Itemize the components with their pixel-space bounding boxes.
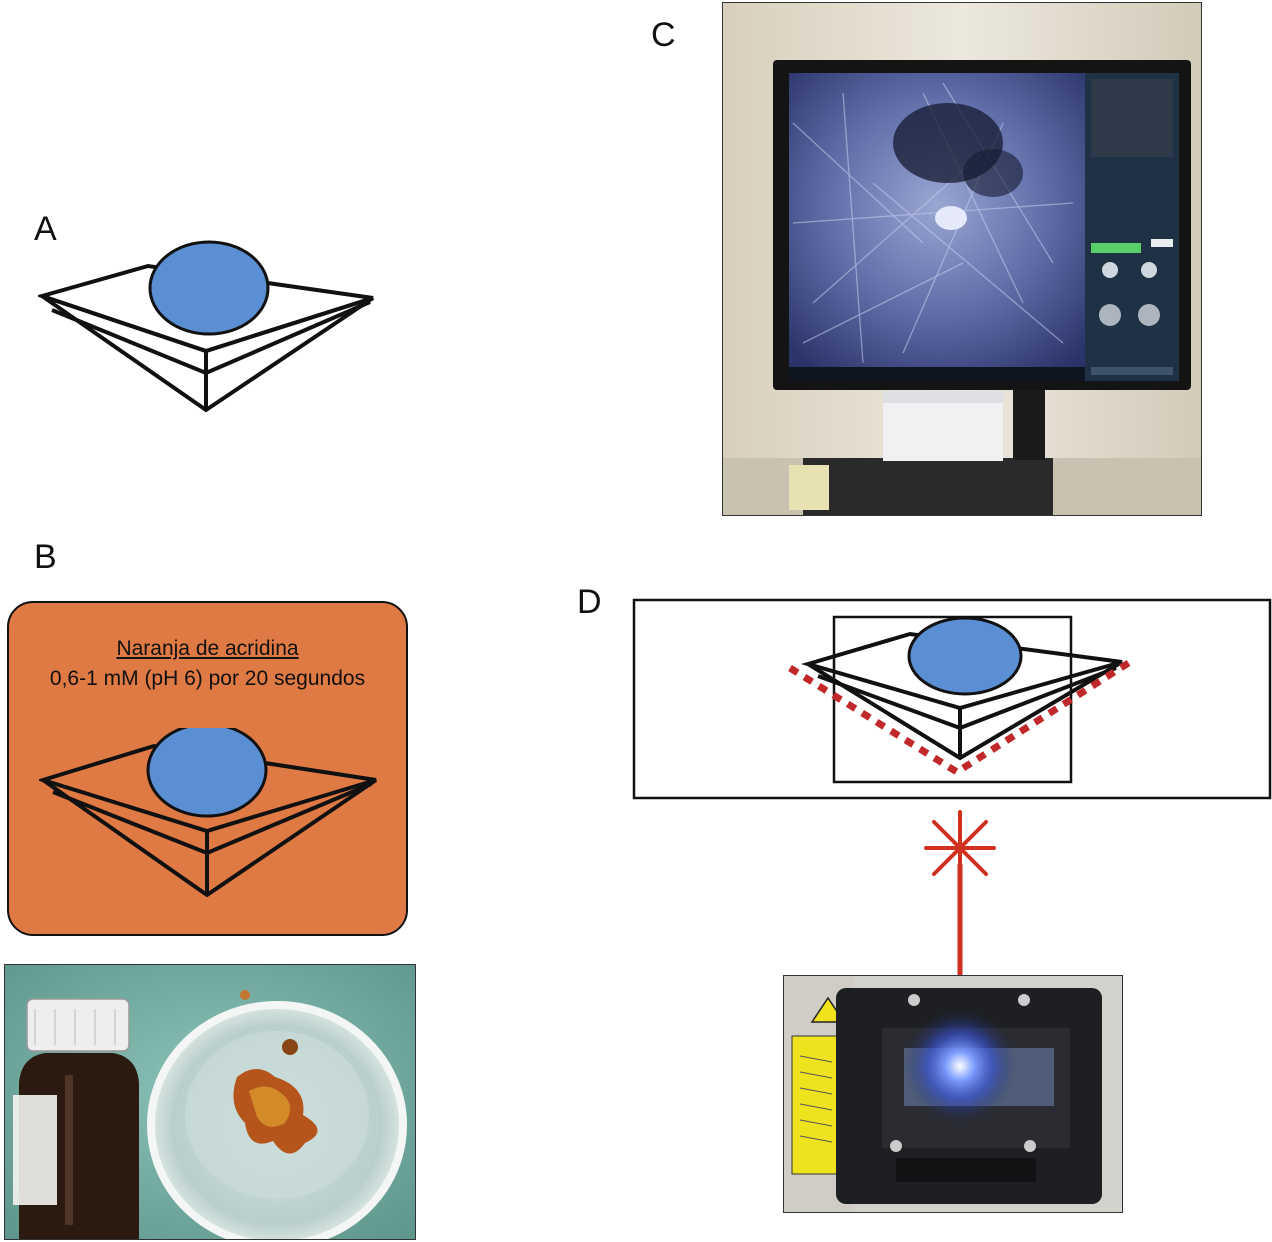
- stain-photo: [4, 964, 416, 1240]
- panel-label-c: C: [651, 16, 676, 54]
- specimen-diagram-a: [38, 240, 375, 413]
- bottle-icon: [13, 998, 139, 1239]
- panel-label-b: B: [34, 538, 57, 576]
- scanner-stage-photo: [783, 975, 1123, 1213]
- specimen-diagram-b: [39, 728, 378, 898]
- staining-box: Naranja de acridina 0,6-1 mM (pH 6) por …: [7, 601, 408, 936]
- specimen-cup-icon: [147, 990, 407, 1239]
- specimen-ellipse: [148, 240, 270, 336]
- panel-label-d: D: [577, 583, 602, 621]
- microscope-monitor-photo: [722, 2, 1202, 516]
- panel-label-a: A: [34, 210, 57, 248]
- slide-diagram-d: [632, 598, 1272, 800]
- stain-detail: 0,6-1 mM (pH 6) por 20 segundos: [49, 667, 366, 690]
- stain-title: Naranja de acridina: [116, 637, 299, 660]
